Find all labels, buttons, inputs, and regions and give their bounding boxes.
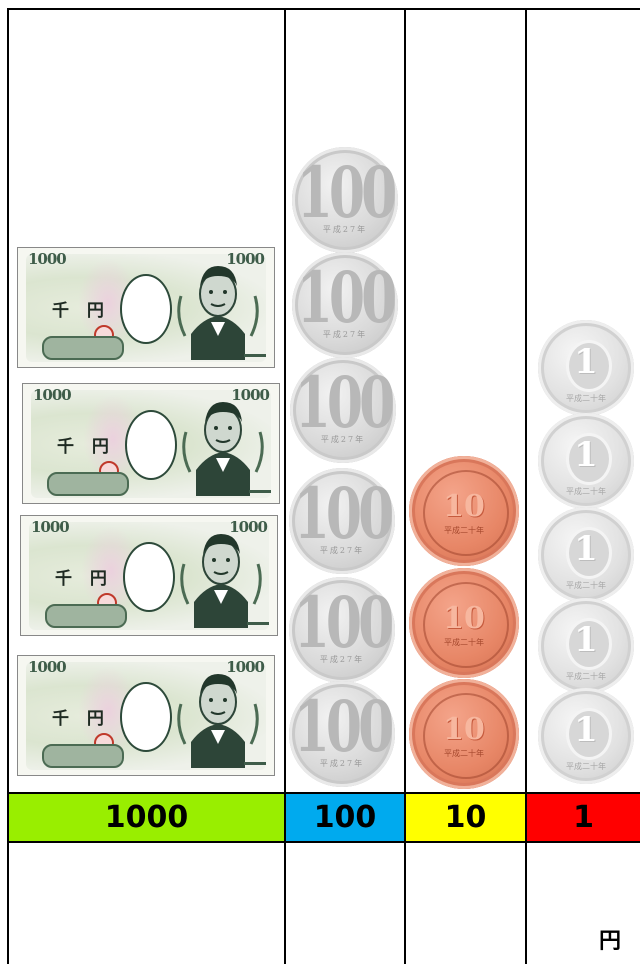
10-yen-coin: 10 平成二十年 xyxy=(409,456,519,566)
100-yen-coin: 100 平成27年 xyxy=(289,577,395,683)
100-yen-coin: 100 平成27年 xyxy=(292,147,398,253)
watermark-oval xyxy=(123,542,175,612)
100-yen-coin: 100 平成27年 xyxy=(289,681,395,787)
watermark-oval xyxy=(120,682,172,752)
column-header-1000: 1000 xyxy=(9,794,284,841)
1-yen-coin: 1 平成二十年 xyxy=(538,320,634,416)
1-yen-coin: 1 平成二十年 xyxy=(538,413,634,509)
note-kanji: 千 円 xyxy=(52,296,110,321)
1000-yen-note: 1000 1000 千 円 xyxy=(17,655,275,776)
header-bottom-border xyxy=(7,841,640,843)
100-yen-coin: 100 平成27年 xyxy=(290,357,396,463)
note-denomination: 1000 xyxy=(28,658,66,676)
1000-yen-note: 1000 1000 千 円 xyxy=(22,383,280,504)
note-kanji: 千 円 xyxy=(57,432,115,457)
portrait-icon xyxy=(178,392,268,496)
100-yen-coin: 100 平成27年 xyxy=(292,252,398,358)
note-kanji: 千 円 xyxy=(52,704,110,729)
10-yen-coin: 10 平成二十年 xyxy=(409,679,519,789)
100-yen-coin: 100 平成27年 xyxy=(289,468,395,574)
1-yen-coin: 1 平成二十年 xyxy=(538,598,634,694)
note-kanji: 千 円 xyxy=(55,564,113,589)
watermark-oval xyxy=(120,274,172,344)
portrait-icon xyxy=(176,524,266,628)
column-header-10: 10 xyxy=(406,794,525,841)
1-yen-coin: 1 平成二十年 xyxy=(538,507,634,603)
note-denomination: 1000 xyxy=(33,386,71,404)
10-yen-coin: 10 平成二十年 xyxy=(409,568,519,678)
yen-unit-label: 円 xyxy=(599,923,621,955)
note-denomination: 1000 xyxy=(28,250,66,268)
portrait-icon xyxy=(173,664,263,768)
column-header-1: 1 xyxy=(527,794,640,841)
1000-yen-note: 1000 1000 千 円 xyxy=(17,247,275,368)
watermark-oval xyxy=(125,410,177,480)
1000-yen-note: 1000 1000 千 円 xyxy=(20,515,278,636)
note-denomination: 1000 xyxy=(31,518,69,536)
portrait-icon xyxy=(173,256,263,360)
1-yen-coin: 1 平成二十年 xyxy=(538,688,634,784)
column-header-100: 100 xyxy=(286,794,404,841)
